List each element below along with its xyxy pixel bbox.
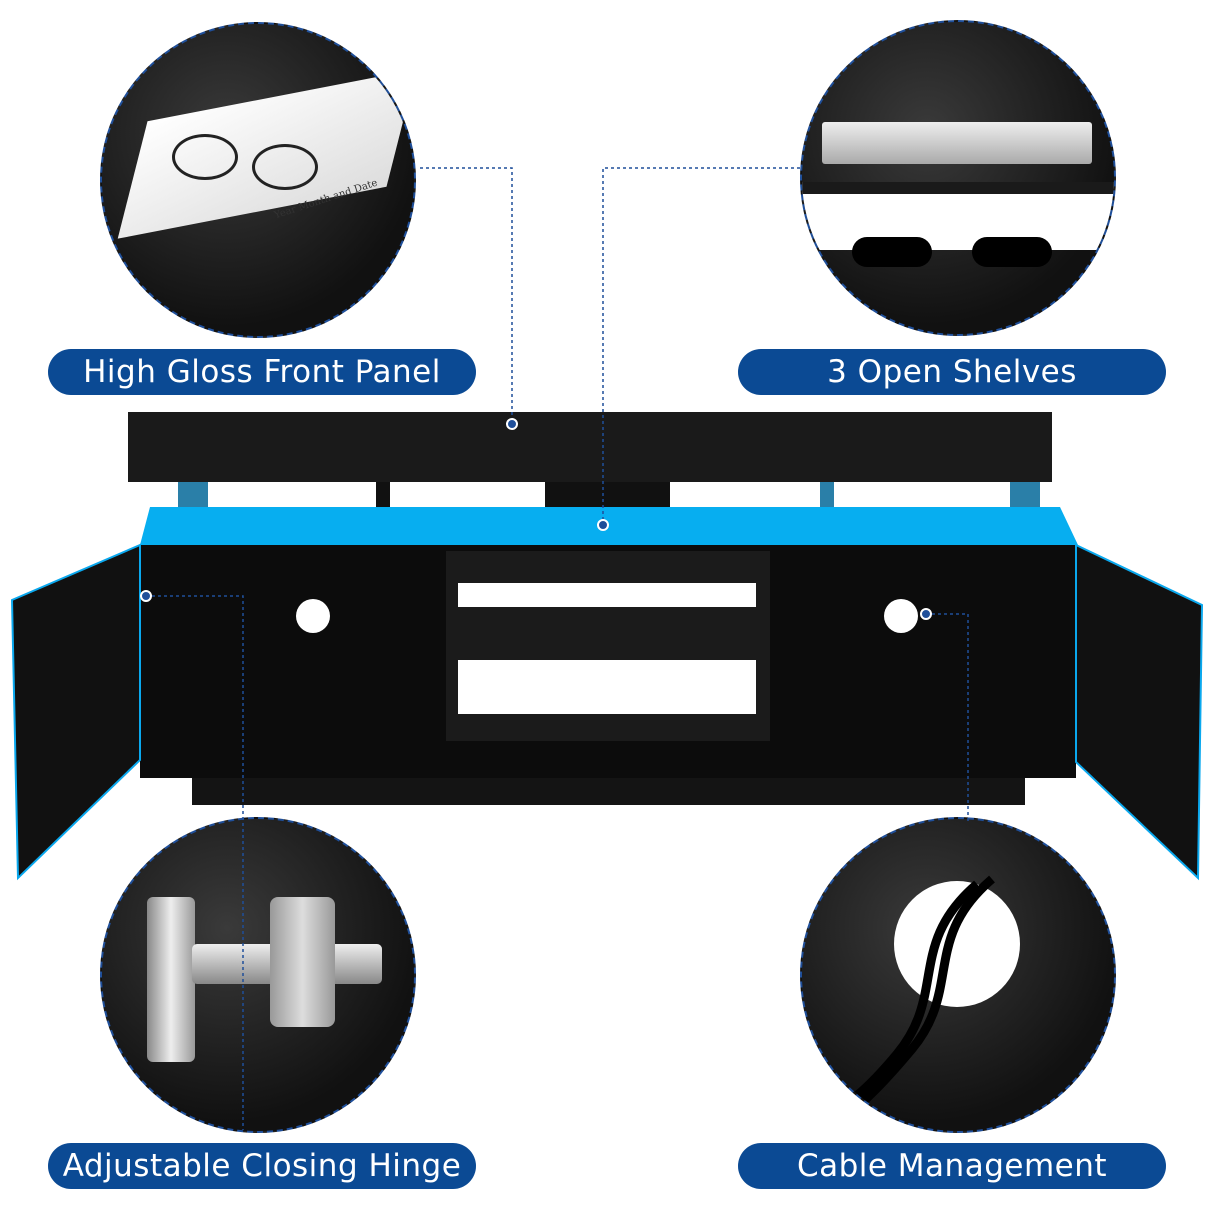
glasses-icon [172,134,238,180]
glasses-icon-right [252,144,318,190]
shelf-board [802,182,1114,250]
controller-icon [852,237,932,267]
connector-dots [140,418,932,620]
hinge-plate [147,897,195,1062]
hinge-cup-plate [270,897,335,1027]
controller-icon [972,237,1052,267]
feature-circle-hinge [100,817,416,1133]
tv-stand-top-board [128,412,1052,482]
right-door [1075,543,1204,881]
feature-circle-gloss-panel: Year Month and Date [100,22,416,338]
open-shelf-opening [458,660,756,714]
riser [820,482,834,512]
tv-stand-base [192,778,1025,805]
cable-hole-right [884,599,918,633]
cable-icon [809,875,995,1131]
label-3-open-shelves: 3 Open Shelves [738,349,1166,395]
label-cable-management: Cable Management [738,1143,1166,1189]
open-shelf-opening [458,583,756,607]
amplifier-icon [822,122,1092,164]
feature-circle-open-shelves [800,20,1116,336]
connector-lines [146,167,969,1130]
label-adjustable-closing-hinge: Adjustable Closing Hinge [48,1143,476,1189]
label-high-gloss-front-panel: High Gloss Front Panel [48,349,476,395]
led-shelf-surface [140,507,1078,545]
left-door [10,543,141,881]
riser [376,482,390,512]
cable-hole-left [296,599,330,633]
feature-circle-cable [800,817,1116,1133]
